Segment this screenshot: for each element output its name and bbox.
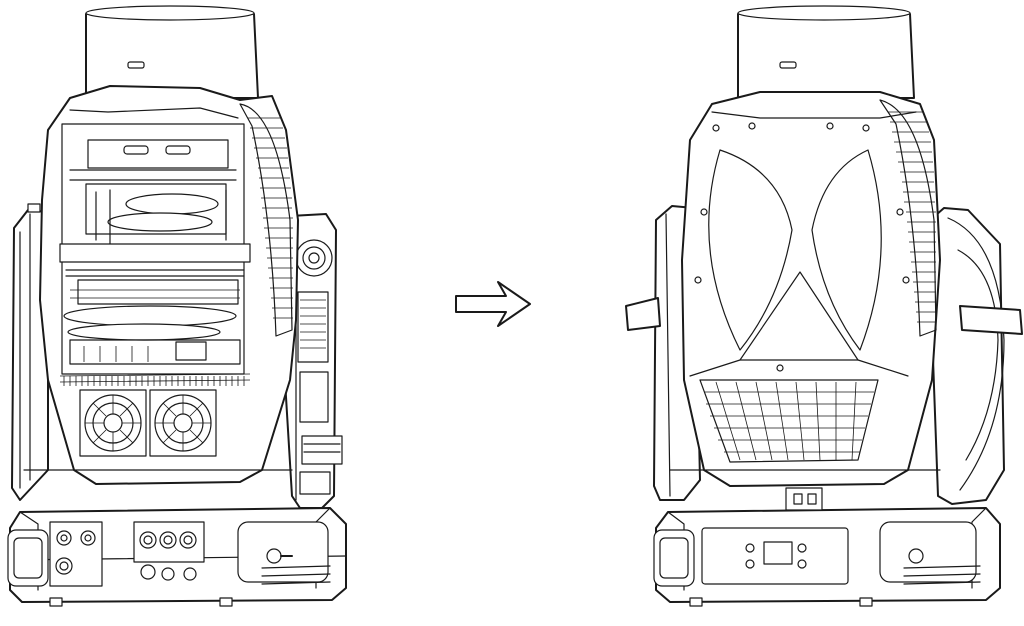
- yoke-right-fixture-right-arm: [927, 207, 1023, 505]
- tilt-lock-bracket: [785, 487, 823, 511]
- fixture-exterior-view: [625, 5, 1023, 607]
- right-arrow-icon: [455, 281, 531, 327]
- fixture-interior-view: [7, 5, 347, 607]
- connector-panel-icon: [49, 521, 205, 587]
- vent-grille-icon: [699, 364, 879, 463]
- internal-mechanics: [59, 123, 251, 386]
- display-panel-icon: [701, 527, 849, 585]
- head-top-cylinder-left: [85, 5, 259, 99]
- cooling-fan-icon: [79, 389, 217, 457]
- head-top-cylinder-right: [737, 5, 915, 99]
